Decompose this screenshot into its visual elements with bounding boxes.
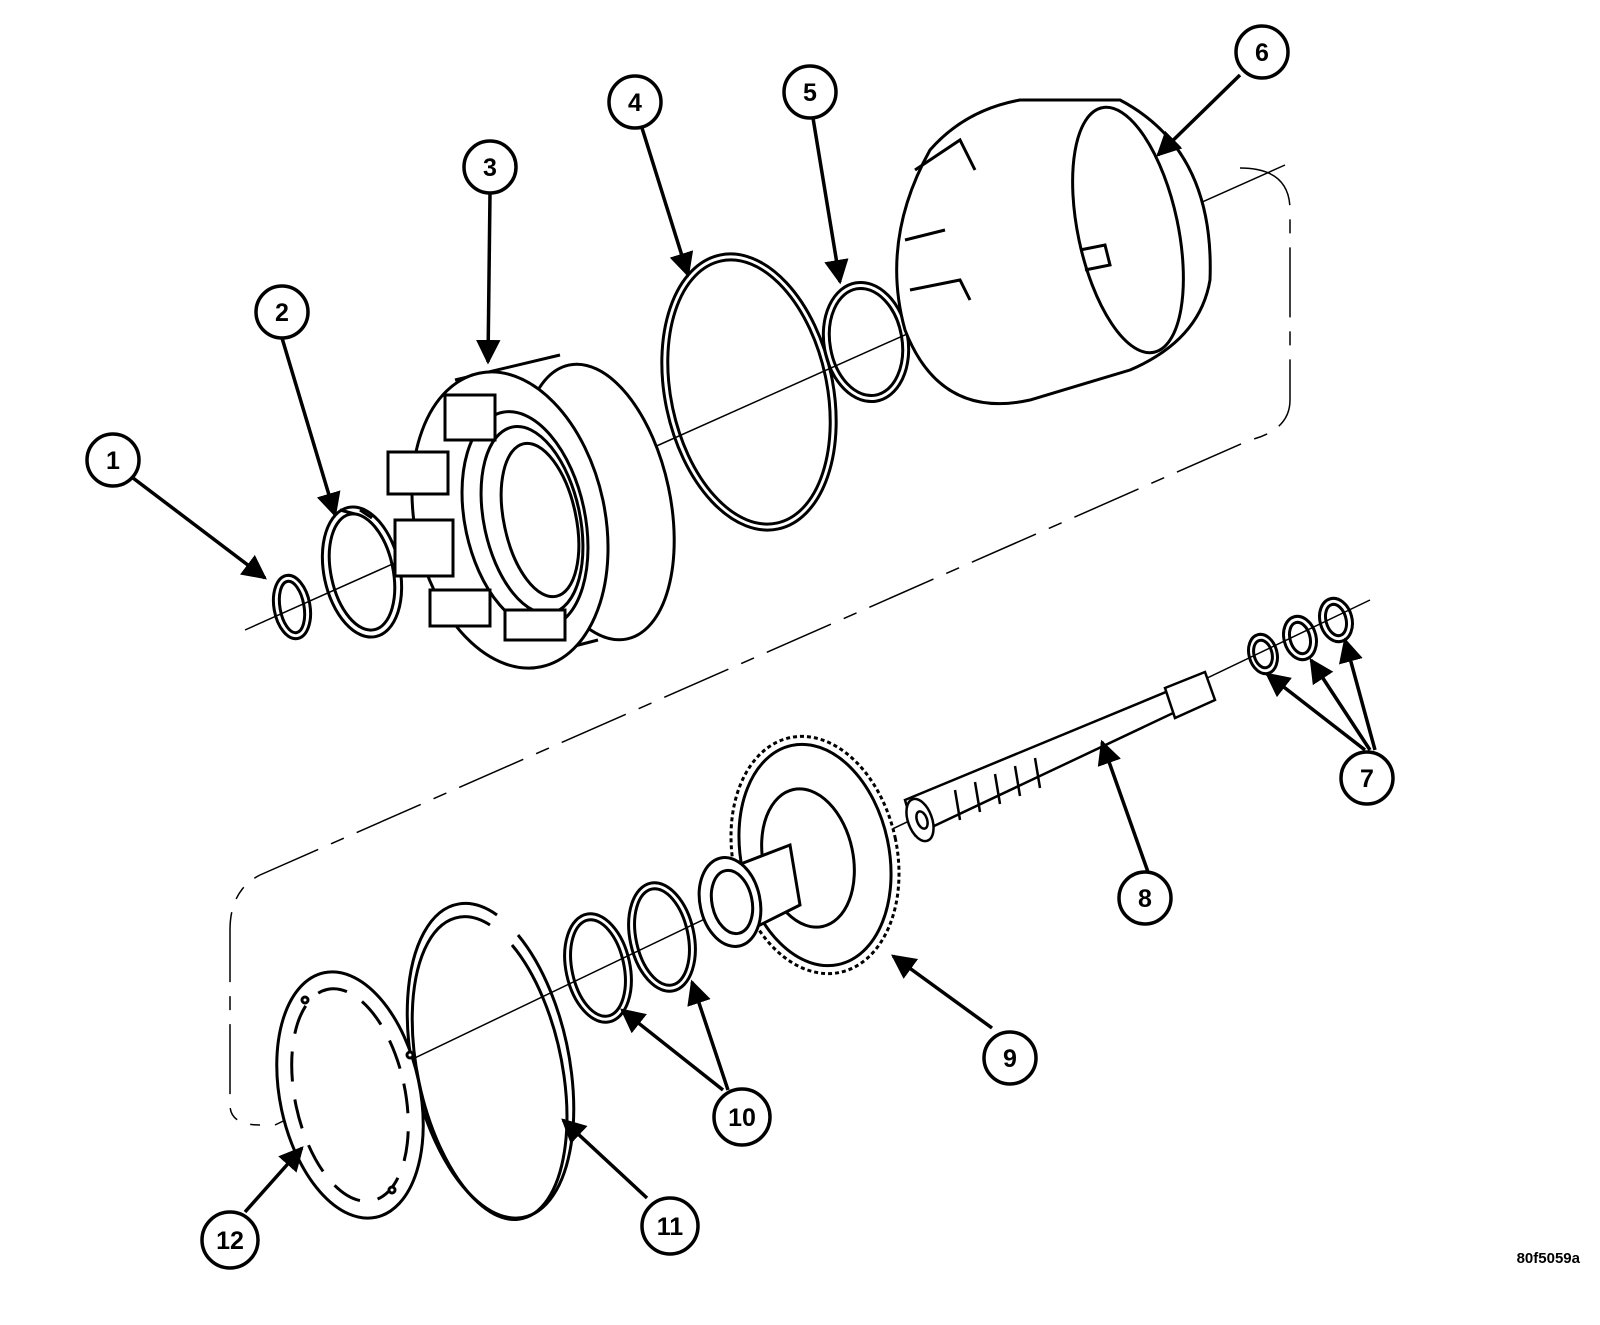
svg-text:7: 7 bbox=[1360, 765, 1374, 793]
part-6-drum-shell bbox=[895, 98, 1212, 406]
part-1-snap-ring bbox=[271, 573, 313, 641]
svg-text:8: 8 bbox=[1138, 885, 1152, 913]
svg-text:9: 9 bbox=[1003, 1045, 1017, 1073]
callout-8: 8 bbox=[1117, 870, 1173, 926]
svg-text:1: 1 bbox=[106, 447, 120, 475]
callout-2: 2 bbox=[254, 284, 310, 340]
part-12-reaction-plate bbox=[275, 970, 425, 1220]
part-7-thrust-washers bbox=[1247, 596, 1354, 676]
phantom-connector-line bbox=[229, 167, 1291, 1126]
callout-10: 10 bbox=[712, 1087, 772, 1147]
svg-text:12: 12 bbox=[216, 1227, 244, 1255]
callout-5: 5 bbox=[782, 64, 838, 120]
leader-arrows bbox=[131, 73, 1377, 1214]
part-4-seal-ring bbox=[660, 252, 838, 532]
part-10-seal-rings bbox=[563, 881, 697, 1024]
part-11-snap-ring bbox=[405, 901, 576, 1221]
part-9-gear-hub bbox=[697, 734, 901, 976]
callout-12: 12 bbox=[200, 1210, 260, 1270]
svg-text:4: 4 bbox=[628, 89, 642, 117]
figure-code: 80f5059a bbox=[1516, 1250, 1580, 1267]
callout-9: 9 bbox=[982, 1030, 1038, 1086]
part-3-clutch-drum bbox=[386, 353, 676, 670]
callout-6: 6 bbox=[1234, 24, 1290, 80]
svg-text:11: 11 bbox=[657, 1213, 684, 1241]
callout-4: 4 bbox=[607, 74, 663, 130]
part-8-output-shaft bbox=[903, 670, 1217, 843]
svg-text:5: 5 bbox=[803, 79, 817, 107]
callout-1: 1 bbox=[85, 432, 141, 488]
svg-text:6: 6 bbox=[1255, 39, 1269, 67]
callout-3: 3 bbox=[462, 139, 518, 195]
svg-text:3: 3 bbox=[483, 154, 497, 182]
callout-11: 11 bbox=[640, 1196, 700, 1256]
svg-text:2: 2 bbox=[275, 299, 289, 327]
svg-text:10: 10 bbox=[728, 1104, 756, 1132]
callout-7: 7 bbox=[1339, 750, 1395, 806]
